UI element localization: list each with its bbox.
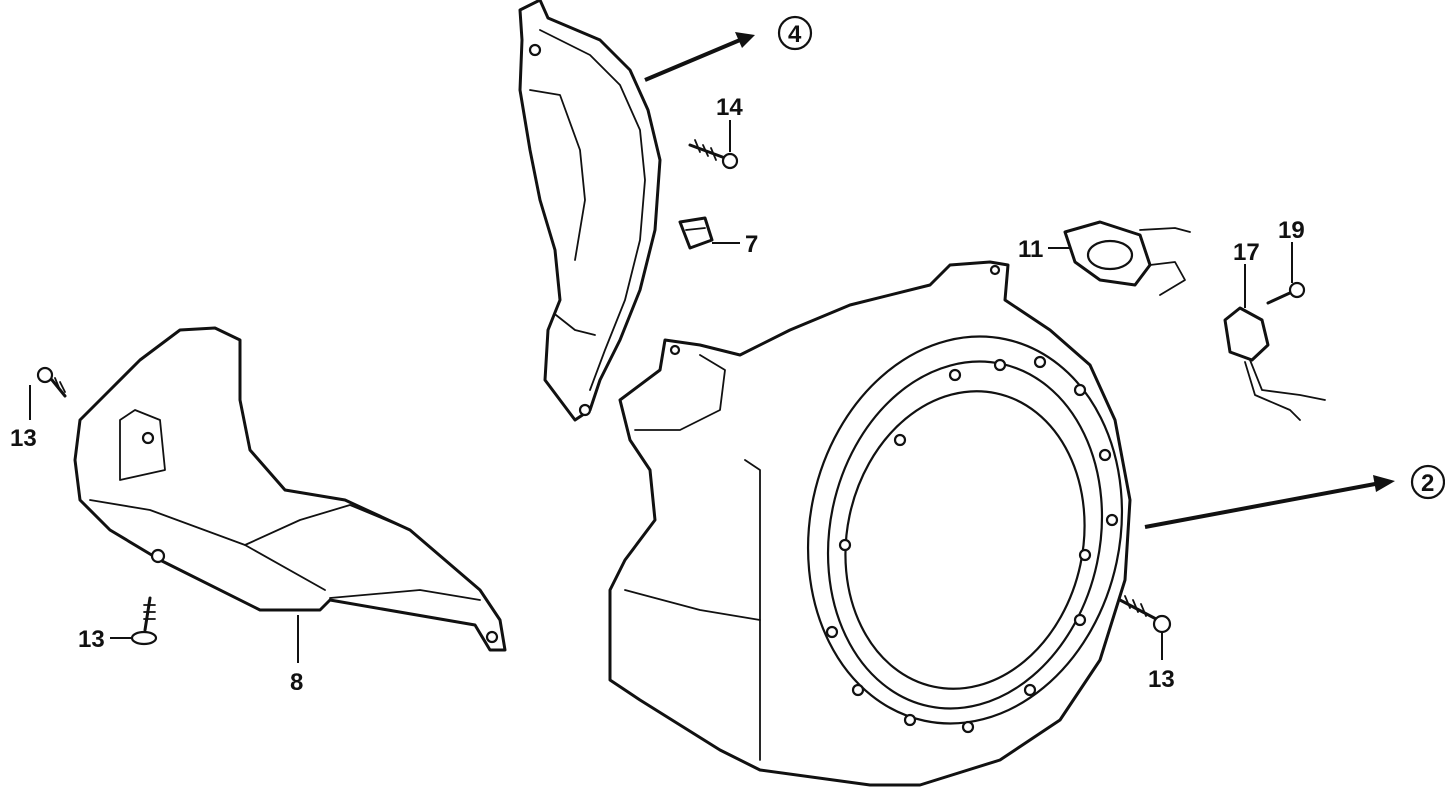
ref-circle-2 xyxy=(1410,464,1445,500)
screw-part-14 xyxy=(688,139,739,170)
callout-7: 7 xyxy=(745,231,758,258)
fan-housing xyxy=(608,260,1132,787)
bolt-right xyxy=(1118,595,1172,634)
callout-14: 14 xyxy=(716,94,743,121)
lower-shroud xyxy=(73,326,507,652)
callout-17: 17 xyxy=(1233,239,1260,266)
switch-part-11 xyxy=(1063,220,1191,296)
ref-label-2: 2 xyxy=(1421,470,1434,497)
upper-shroud xyxy=(518,0,662,422)
ref-label-4: 4 xyxy=(788,21,802,48)
callout-19: 19 xyxy=(1278,217,1305,244)
ref-circle-4 xyxy=(777,15,813,51)
callout-8: 8 xyxy=(290,669,303,696)
leader-lines xyxy=(29,120,1293,663)
callout-11: 11 xyxy=(1018,236,1043,263)
callout-13-left: 13 xyxy=(10,425,37,452)
callout-13-right: 13 xyxy=(1148,666,1175,693)
clip-part xyxy=(678,216,714,250)
callout-13-bottom-left: 13 xyxy=(78,626,105,653)
module-part-17 xyxy=(1223,306,1326,421)
bolt-bottom-left xyxy=(130,596,158,646)
ref-arrow-2 xyxy=(1144,464,1445,529)
screw-part-19 xyxy=(1266,281,1306,305)
bolt-left xyxy=(36,366,67,398)
ref-arrow-4 xyxy=(644,15,813,82)
